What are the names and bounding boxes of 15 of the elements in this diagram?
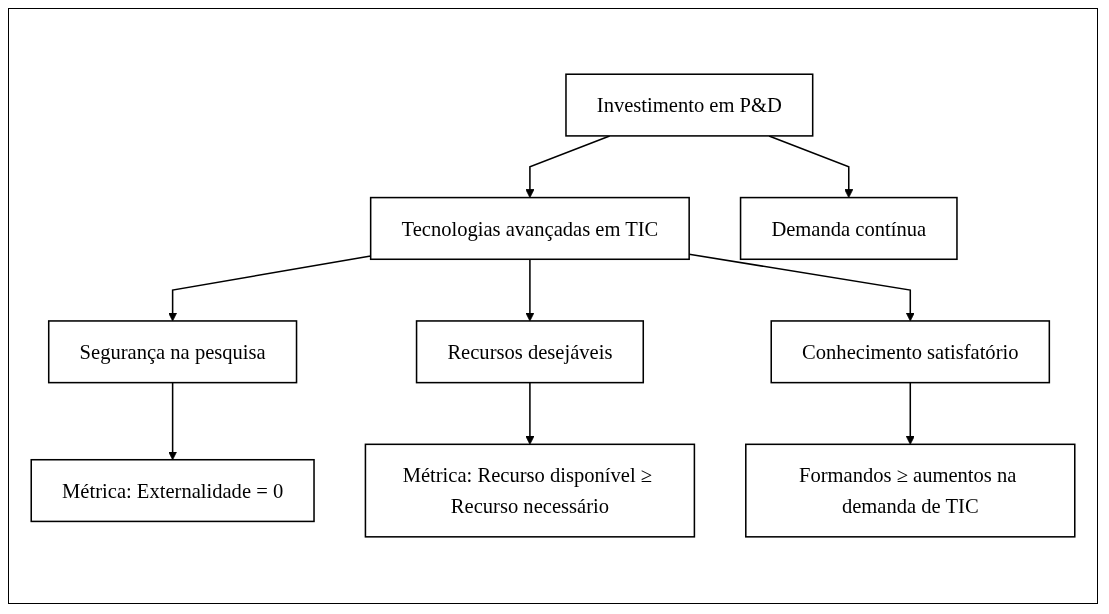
node-box <box>364 444 696 539</box>
node-box <box>770 320 1051 384</box>
arrow <box>525 258 535 322</box>
node-box <box>415 320 645 384</box>
node-box <box>47 320 298 384</box>
arrow <box>168 382 178 461</box>
arrow <box>168 255 372 322</box>
diagram-frame: Investimento em P&D Tecnologias avançadas em TIC Demanda contínua Segurança na pesquisa Recursos desejáveis Conhecimento satisfatório Métrica: Externalidade = 0 Métrica: Recurso disponível ≥ Recurso necessário Formandos ≥ aumentos na demanda de TIC <box>8 8 1098 604</box>
node-box <box>739 197 958 261</box>
node-box <box>30 459 315 523</box>
node-box <box>745 444 1076 539</box>
node-box <box>565 73 814 138</box>
arrow <box>905 382 915 446</box>
arrow <box>525 382 535 446</box>
node-box <box>369 197 690 261</box>
